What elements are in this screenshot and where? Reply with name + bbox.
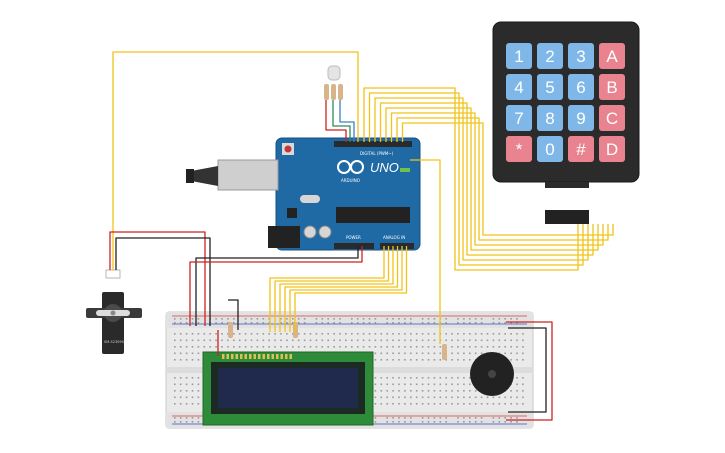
keypad-wire-6[interactable]: [390, 112, 604, 246]
lcd-screen: [218, 368, 358, 408]
lcd-data-wire-2[interactable]: [274, 246, 390, 332]
resistor-buzzer: [442, 344, 447, 360]
resistor-lcd-1: [228, 322, 233, 338]
keypad-key-4[interactable]: 4: [506, 74, 532, 100]
keypad-key-label: C: [606, 109, 618, 128]
servo-motor[interactable]: SM-S2309S: [86, 269, 142, 354]
led-blue-wire[interactable]: [339, 100, 355, 142]
power-jack: [268, 226, 300, 248]
ground-rail-wire[interactable]: [195, 246, 359, 326]
keypad-key-0[interactable]: 0: [537, 136, 563, 162]
keypad-key-3[interactable]: 3: [568, 43, 594, 69]
arduino-uno-board[interactable]: UNO ARDUINO DIGITAL (PWM~) POWER ANALOG …: [186, 137, 421, 251]
servo-model-label: SM-S2309S: [104, 340, 125, 344]
keypad-connector: [545, 210, 589, 224]
lcd-data-wire-5[interactable]: [289, 246, 403, 332]
led-red-wire[interactable]: [325, 100, 347, 142]
keypad-key-label: B: [606, 78, 617, 97]
buzzer-power-wire[interactable]: [506, 321, 553, 421]
keypad-key-2[interactable]: 2: [537, 43, 563, 69]
keypad-key-label: 2: [545, 47, 554, 66]
keypad-key-label: 0: [545, 140, 554, 159]
usb-port: [217, 159, 279, 191]
microcontroller-chip: [336, 207, 410, 223]
buzzer-ground-wire[interactable]: [508, 327, 547, 413]
keypad-key-label: 5: [545, 78, 554, 97]
keypad-wire-5[interactable]: [385, 107, 599, 251]
lcd-pin-header: [222, 354, 292, 359]
keypad-wire-7[interactable]: [396, 117, 609, 241]
board-model-label: UNO: [370, 160, 399, 175]
wire-layer[interactable]: [109, 51, 614, 421]
keypad-key-label: #: [576, 140, 586, 159]
keypad-key-1[interactable]: 1: [506, 43, 532, 69]
keypad-key-*[interactable]: *: [506, 136, 532, 162]
keypad-key-9[interactable]: 9: [568, 105, 594, 131]
digital-header: [334, 141, 412, 147]
keypad-wire-2[interactable]: [368, 92, 584, 266]
lcd-data-wire-3[interactable]: [279, 246, 394, 332]
keypad-key-8[interactable]: 8: [537, 105, 563, 131]
servo-power-wire[interactable]: [109, 231, 206, 326]
keypad-wire-1[interactable]: [363, 87, 579, 271]
rgb-led: [327, 65, 341, 81]
keypad-key-label: 9: [576, 109, 585, 128]
keypad-wire-3[interactable]: [374, 97, 589, 261]
lcd-display[interactable]: [202, 351, 374, 426]
analog-pins-label: ANALOG IN: [383, 235, 405, 240]
keypad-key-label: 6: [576, 78, 585, 97]
keypad-key-label: *: [516, 140, 523, 159]
buzzer-signal-wire[interactable]: [410, 159, 441, 344]
power-header: [334, 243, 374, 249]
resistor-rgb-3: [338, 84, 343, 100]
lcd-data-wire-1[interactable]: [269, 246, 385, 332]
keypad-key-label: 1: [514, 47, 523, 66]
power-rail-wire[interactable]: [189, 246, 363, 326]
keypad-key-C[interactable]: C: [599, 105, 625, 131]
lcd-ground-jumper[interactable]: [228, 299, 239, 330]
board-brand-label: ARDUINO: [341, 178, 360, 183]
keypad-key-6[interactable]: 6: [568, 74, 594, 100]
servo-signal-wire[interactable]: [112, 51, 359, 270]
keypad-key-D[interactable]: D: [599, 136, 625, 162]
digital-pins-label: DIGITAL (PWM~): [360, 151, 394, 156]
membrane-keypad[interactable]: 1 2 3 A 4 5 6 B 7 8 9 C * 0 # D: [492, 21, 640, 224]
led-green-wire[interactable]: [332, 100, 351, 142]
keypad-key-label: 3: [576, 47, 585, 66]
piezo-buzzer[interactable]: [470, 352, 514, 396]
keypad-key-label: 7: [514, 109, 523, 128]
keypad-key-label: A: [606, 47, 618, 66]
keypad-key-#[interactable]: #: [568, 136, 594, 162]
keypad-wire-8[interactable]: [401, 122, 614, 236]
servo-ground-wire[interactable]: [115, 237, 211, 326]
keypad-key-5[interactable]: 5: [537, 74, 563, 100]
lcd-data-wire-6[interactable]: [294, 246, 408, 332]
power-pins-label: POWER: [346, 235, 361, 240]
resistor-rgb-1: [324, 84, 329, 100]
arduino-logo-icon: [337, 160, 364, 174]
keypad-key-7[interactable]: 7: [506, 105, 532, 131]
keypad-key-label: 4: [514, 78, 523, 97]
keypad-key-label: 8: [545, 109, 554, 128]
keypad-key-B[interactable]: B: [599, 74, 625, 100]
keypad-key-A[interactable]: A: [599, 43, 625, 69]
resistor-rgb-2: [331, 84, 336, 100]
lcd-data-wire-4[interactable]: [284, 246, 399, 332]
keypad-key-label: D: [606, 140, 618, 159]
